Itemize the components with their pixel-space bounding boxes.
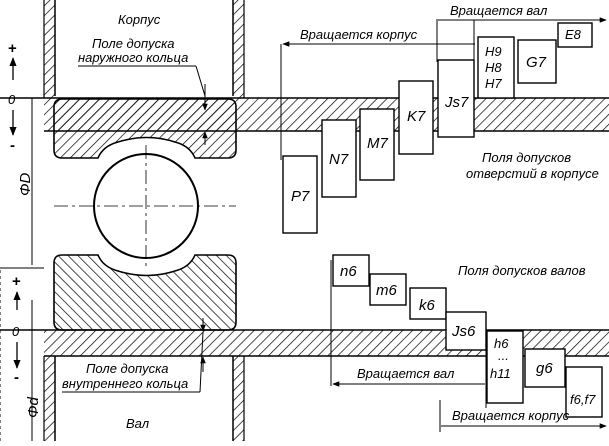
shaft-field-labels: n6 m6 k6 Js6 h6 ... h11 g6 f6,f7: [340, 263, 596, 407]
dia-outer-dim: ΦD: [17, 97, 44, 265]
svg-text:-: -: [10, 137, 15, 154]
dia-outer-label: ΦD: [17, 172, 34, 196]
dia-inner-label: Φd: [25, 396, 42, 418]
inner-tol-label-2: внутреннего кольца: [62, 376, 188, 391]
field-M7: [359, 108, 395, 181]
hole-caption-1: Поля допусков: [482, 150, 571, 165]
svg-text:g6: g6: [536, 360, 553, 377]
svg-text:m6: m6: [376, 282, 397, 299]
field-g6: [524, 348, 566, 388]
inner-ring-tol-band: [44, 330, 609, 356]
housing-title: Корпус: [118, 12, 161, 27]
svg-text:N7: N7: [329, 151, 349, 168]
svg-text:Вращается корпус: Вращается корпус: [452, 408, 570, 423]
housing-body: [43, 0, 245, 98]
shaft-title: Вал: [126, 416, 150, 431]
field-Js6: [445, 311, 487, 351]
shaft-caption: Поля допусков валов: [458, 263, 586, 278]
inner-tol-label-1: Поле допуска: [86, 361, 168, 376]
svg-text:Вращается вал: Вращается вал: [450, 3, 548, 18]
dia-inner-dim: Φd: [25, 300, 44, 441]
outer-tol-label-2: наружного кольца: [78, 50, 188, 65]
field-N7: [321, 119, 357, 198]
rot-shaft-upper: Вращается вал: [436, 3, 607, 62]
rot-housing-upper: Вращается корпус: [280, 20, 475, 160]
field-f6-f7: [565, 366, 603, 418]
svg-text:+: +: [12, 273, 21, 290]
svg-text:+: +: [8, 40, 17, 57]
hole-field-labels: P7 N7 M7 K7 Js7 H9 H8 H7 G7 E8: [291, 27, 582, 205]
field-E8: [557, 22, 593, 48]
svg-text:Js6: Js6: [451, 323, 476, 340]
svg-text:0: 0: [8, 92, 16, 107]
svg-text:k6: k6: [419, 297, 436, 314]
svg-text:P7: P7: [291, 188, 310, 205]
field-k6: [409, 287, 447, 320]
svg-text:n6: n6: [340, 263, 357, 280]
svg-text:G7: G7: [526, 54, 547, 71]
svg-text:h6: h6: [494, 336, 509, 351]
shaft-tolerance-fields: [332, 254, 603, 418]
svg-text:0: 0: [12, 324, 20, 339]
field-P7: [282, 155, 318, 234]
svg-text:h11: h11: [490, 366, 511, 381]
field-K7: [398, 80, 434, 155]
svg-text:Js7: Js7: [444, 94, 469, 111]
svg-text:M7: M7: [367, 135, 388, 152]
field-H9-H8-H7: [477, 36, 515, 99]
svg-text:H9: H9: [485, 44, 502, 59]
bearing: [53, 98, 237, 331]
svg-text:K7: K7: [407, 108, 426, 125]
hole-tolerance-fields: [282, 22, 593, 234]
shaft-body: [43, 356, 245, 441]
field-h6-h11: [486, 330, 524, 404]
svg-text:f6,f7: f6,f7: [570, 392, 596, 407]
svg-text:-: -: [14, 369, 19, 386]
svg-text:H8: H8: [485, 60, 502, 75]
outer-tol-label-1: Поле допуска: [92, 36, 174, 51]
svg-text:...: ...: [498, 348, 509, 363]
rot-housing-lower: Вращается корпус: [439, 400, 607, 432]
svg-text:Вращается вал: Вращается вал: [357, 366, 455, 381]
rot-shaft-lower: Вращается вал: [330, 260, 487, 408]
field-Js7: [437, 59, 475, 138]
upper-axis: + 0 -: [8, 40, 17, 154]
field-G7: [517, 39, 557, 84]
svg-text:H7: H7: [485, 76, 502, 91]
svg-text:Вращается корпус: Вращается корпус: [300, 27, 418, 42]
field-n6: [332, 254, 370, 287]
lower-axis: + 0 -: [0, 267, 44, 441]
svg-text:E8: E8: [565, 27, 582, 42]
hole-caption-2: отверстий в корпусе: [466, 166, 599, 181]
field-m6: [369, 273, 407, 306]
